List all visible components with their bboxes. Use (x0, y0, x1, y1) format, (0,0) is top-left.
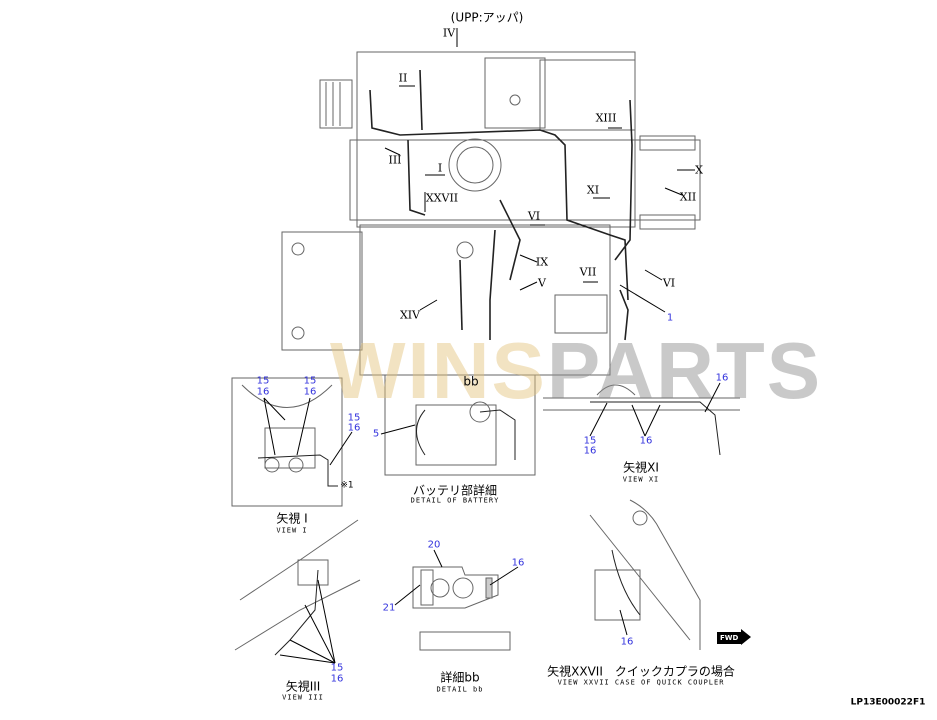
callout-15[interactable]: 15 (256, 375, 270, 387)
view-iii-title-en: VIEW III (282, 693, 324, 702)
drawing-number: LP13E00022F1 (850, 697, 926, 708)
arrow-label-v: V (538, 276, 546, 290)
main-view-title: (UPP:アッパ) (450, 10, 524, 25)
detail-bb-drawing (394, 549, 519, 651)
callout-16[interactable]: 16 (303, 386, 317, 398)
detail-marker-bb: bb (463, 374, 479, 389)
callout-20[interactable]: 20 (427, 539, 441, 551)
callout-21[interactable]: 21 (382, 602, 396, 614)
watermark-part2: PARTS (546, 326, 823, 415)
view-xi-drawing (543, 382, 740, 456)
detail-bb-title-jp: 詳細bb (440, 670, 480, 685)
view-i-drawing (231, 377, 353, 507)
arrow-label-vi: VI (527, 209, 541, 223)
arrow-label-iii: III (388, 153, 402, 167)
harness-main (369, 69, 633, 341)
arrow-label-xi: XI (586, 183, 600, 197)
callout-15[interactable]: 15 (303, 375, 317, 387)
arrow-label-vi-right: VI (662, 276, 676, 290)
view-xxvii-title-en: VIEW XXVII CASE OF QUICK COUPLER (557, 678, 725, 687)
callout-16[interactable]: 16 (620, 636, 634, 648)
arrow-label-xiii: XIII (595, 111, 617, 125)
callout-15[interactable]: 15 (583, 435, 597, 447)
callout-16[interactable]: 16 (583, 445, 597, 457)
view-i-title-en: VIEW I (276, 526, 308, 535)
callout-16[interactable]: 16 (330, 673, 344, 685)
callout-15[interactable]: 15 (347, 412, 361, 424)
fwd-arrow: FWD (717, 629, 752, 645)
arrow-label-xii: XII (679, 190, 697, 204)
battery-drawing (380, 374, 536, 476)
view-xxvii-drawing (589, 499, 701, 650)
view-xxvii-title-jp: 矢視XXVII クイックカプラの場合 (547, 664, 735, 679)
watermark-logo: WINSPARTS (330, 325, 822, 417)
view-iii-drawing (234, 519, 361, 664)
arrow-label-iv: IV (442, 26, 456, 40)
view-xi-title-en: VIEW XI (622, 475, 660, 484)
upper-frame-drawing (281, 51, 701, 376)
callout-16[interactable]: 16 (347, 422, 361, 434)
view-arrows (384, 28, 695, 313)
callout-5[interactable]: 5 (372, 428, 380, 440)
arrow-label-xiv: XIV (399, 308, 421, 322)
callout-16[interactable]: 16 (511, 557, 525, 569)
arrow-label-vii: VII (579, 265, 597, 279)
battery-title-en: DETAIL OF BATTERY (410, 496, 500, 505)
note-marker: ※1 (340, 480, 354, 491)
arrow-label-ii: II (398, 71, 408, 85)
part-callout-1[interactable]: 1 (666, 312, 674, 324)
battery-title-jp: バッテリ部詳細 (412, 483, 498, 498)
view-xi-title-jp: 矢視XI (623, 460, 659, 475)
callout-16[interactable]: 16 (639, 435, 653, 447)
arrow-label-ix: IX (535, 255, 549, 269)
watermark-part1: WINS (330, 326, 547, 415)
arrow-label-xxvii: XXVII (425, 191, 459, 205)
arrow-label-x: X (695, 163, 703, 177)
view-i-title-jp: 矢視 I (276, 511, 308, 526)
view-iii-title-jp: 矢視III (285, 679, 321, 694)
callout-16[interactable]: 16 (715, 372, 729, 384)
callout-15[interactable]: 15 (330, 662, 344, 674)
callout-16[interactable]: 16 (256, 386, 270, 398)
arrow-label-i: I (437, 161, 443, 175)
detail-bb-title-en: DETAIL bb (436, 685, 484, 694)
